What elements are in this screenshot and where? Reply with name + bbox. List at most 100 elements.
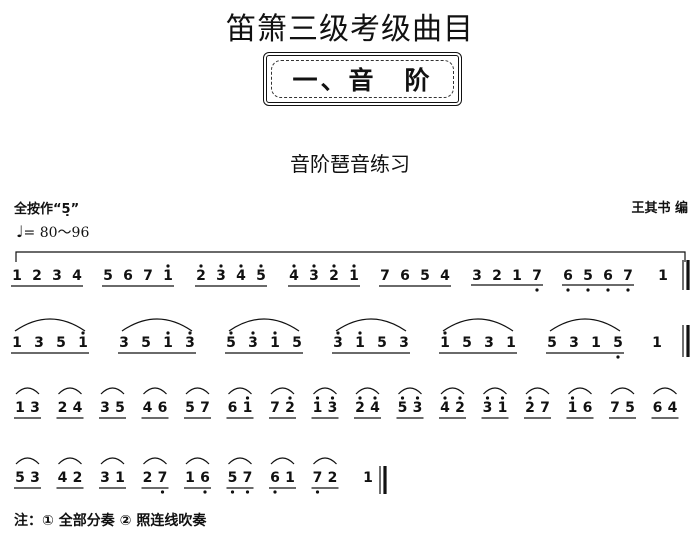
score-note: 1 (506, 335, 516, 351)
exercise-title: 音阶琶音练习 (290, 152, 410, 176)
high-octave-dot (332, 264, 336, 268)
high-octave-dot (352, 264, 356, 268)
low-octave-dot (230, 490, 235, 494)
score-note: 5 (115, 400, 125, 416)
low-octave-dot (616, 355, 620, 359)
high-octave-dot (251, 331, 255, 335)
score-note: 1 (243, 400, 253, 416)
score-note: 2 (143, 470, 153, 486)
tempo-value: = 80～96 (23, 225, 90, 241)
score-note: 3 (309, 268, 319, 284)
slur (100, 457, 125, 465)
score-note: 6 (603, 268, 613, 284)
score-note: 1 (498, 400, 508, 416)
low-octave-dot (626, 288, 630, 292)
slur (228, 318, 300, 332)
score-note: 5 (15, 470, 25, 486)
slur (143, 457, 167, 465)
slur (610, 387, 635, 395)
score-note: 1 (163, 335, 173, 351)
score-note: 2 (355, 400, 365, 416)
slur (228, 457, 252, 465)
score-note: 2 (73, 470, 83, 486)
high-octave-dot (245, 396, 250, 400)
score-note: 7 (610, 400, 620, 416)
high-octave-dot (415, 396, 420, 400)
score-note: 7 (270, 400, 280, 416)
score-note: 7 (532, 268, 542, 284)
score-note: 4 (58, 470, 68, 486)
low-octave-dot (203, 490, 207, 494)
score-note: 1 (568, 400, 578, 416)
slur (313, 457, 337, 465)
high-octave-dot (358, 331, 362, 335)
high-octave-dot (188, 331, 192, 335)
slur (100, 387, 125, 395)
score-note: 4 (72, 268, 82, 284)
high-octave-dot (443, 331, 447, 335)
score-note: 6 (270, 470, 280, 486)
high-octave-dot (219, 264, 223, 268)
score-note: 3 (30, 400, 40, 416)
score-note: 1 (363, 470, 373, 486)
score-note: 2 (492, 268, 502, 284)
score-note: 5 (613, 335, 623, 351)
score-note: 6 (400, 268, 410, 284)
slur (15, 387, 40, 395)
high-octave-dot (400, 396, 405, 400)
slur (525, 387, 550, 395)
arranger-credit: 王其书 编 (631, 201, 688, 216)
slur (483, 387, 507, 395)
score-note: 2 (196, 268, 206, 284)
score-note: 5 (377, 335, 387, 351)
section-heading: 一、音 阶 (292, 66, 433, 95)
score-note: 7 (313, 470, 323, 486)
score-note: 3 (472, 268, 482, 284)
slur (185, 457, 210, 465)
score-note: 3 (216, 268, 226, 284)
high-octave-dot (358, 396, 362, 400)
high-octave-dot (458, 396, 462, 400)
low-octave-dot (535, 288, 539, 292)
score-note: 5 (141, 335, 151, 351)
score-note: 5 (256, 268, 266, 284)
low-octave-dot (160, 490, 165, 494)
score-note: 3 (52, 268, 62, 284)
score-note: 3 (100, 470, 110, 486)
score-note: 6 (653, 400, 663, 416)
high-octave-dot (273, 331, 277, 335)
score-note: 4 (668, 400, 678, 416)
slur (15, 457, 40, 465)
high-octave-dot (229, 331, 233, 335)
high-octave-dot (570, 396, 575, 400)
high-octave-dot (330, 396, 335, 400)
high-octave-dot (81, 331, 85, 335)
score-note: 2 (32, 268, 42, 284)
score-note: 3 (185, 335, 195, 351)
high-octave-dot (443, 396, 447, 400)
high-octave-dot (373, 396, 377, 400)
score-note: 3 (333, 335, 343, 351)
high-octave-dot (528, 396, 532, 400)
slur (335, 318, 407, 332)
page-title: 笛箫三级考级曲目 (226, 12, 474, 47)
score-note: 3 (30, 470, 40, 486)
low-octave-dot (606, 288, 610, 292)
score-note: 1 (163, 268, 173, 284)
score-note: 7 (243, 470, 253, 486)
high-octave-dot (239, 264, 243, 268)
slur (442, 318, 514, 332)
slur (270, 387, 295, 395)
high-octave-dot (336, 331, 340, 335)
score-note: 7 (158, 470, 168, 486)
score-note: 5 (398, 400, 408, 416)
slur (398, 387, 422, 395)
slur (270, 457, 295, 465)
score-note: 4 (143, 400, 153, 416)
score-note: 1 (591, 335, 601, 351)
score-note: 3 (483, 400, 493, 416)
score-note: 6 (200, 470, 210, 486)
score-note: 2 (329, 268, 339, 284)
slur (14, 318, 86, 332)
score-note: 1 (12, 268, 22, 284)
